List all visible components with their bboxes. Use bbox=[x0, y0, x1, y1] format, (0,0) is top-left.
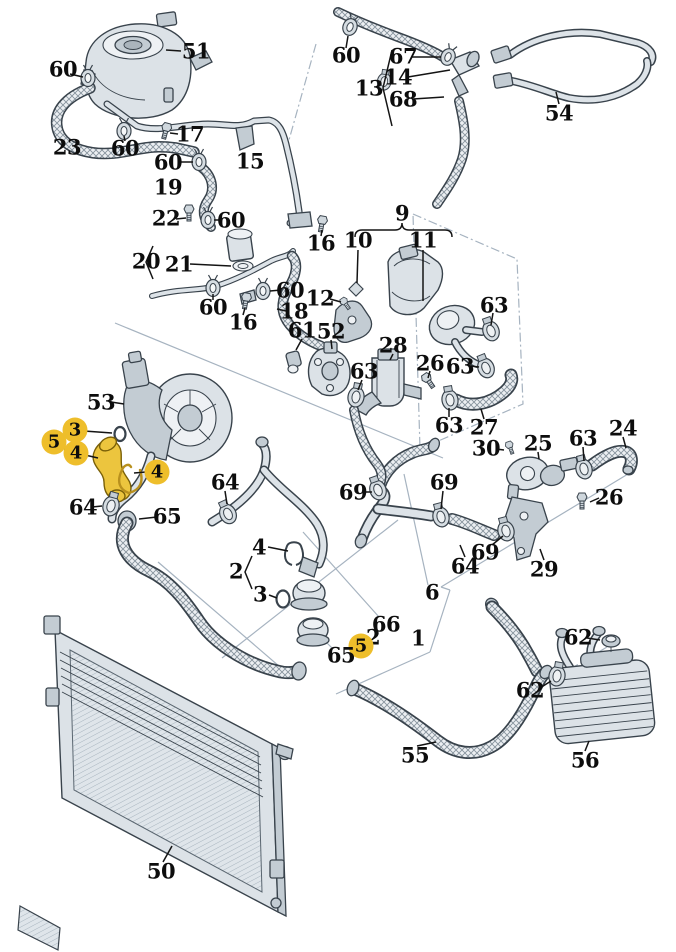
callout-64: 64 bbox=[210, 469, 240, 495]
callout-66: 66 bbox=[371, 611, 401, 637]
callout-27: 27 bbox=[469, 414, 499, 440]
callout-50: 50 bbox=[146, 858, 176, 884]
callout-17: 17 bbox=[175, 121, 205, 147]
callout-60: 60 bbox=[110, 135, 140, 161]
callout-18: 18 bbox=[279, 298, 309, 324]
callout-68: 68 bbox=[388, 86, 418, 112]
callout-52: 52 bbox=[316, 318, 346, 344]
callout-63: 63 bbox=[479, 292, 509, 318]
callout-61: 61 bbox=[287, 317, 317, 343]
hose-27 bbox=[449, 368, 519, 411]
callout-21: 21 bbox=[164, 251, 194, 277]
callout-23: 23 bbox=[52, 134, 82, 160]
callout-24: 24 bbox=[608, 415, 638, 441]
hose-18 bbox=[277, 250, 327, 352]
callout-26: 26 bbox=[415, 350, 445, 376]
pump-bracket-10 bbox=[333, 281, 373, 344]
callout-60: 60 bbox=[48, 56, 78, 82]
callout-60: 60 bbox=[275, 277, 305, 303]
callout-63: 63 bbox=[434, 412, 464, 438]
callout-53: 53 bbox=[86, 389, 116, 415]
callout-69: 69 bbox=[429, 469, 459, 495]
hose-24 bbox=[585, 444, 638, 476]
callout-30: 30 bbox=[471, 435, 501, 461]
callout-26: 26 bbox=[594, 484, 624, 510]
expansion-tank-51 bbox=[80, 11, 213, 119]
callout-11: 11 bbox=[408, 227, 438, 253]
callout-63: 63 bbox=[568, 425, 598, 451]
callout-62: 62 bbox=[563, 624, 593, 650]
callout-13: 13 bbox=[354, 75, 384, 101]
cap-62 bbox=[601, 634, 621, 652]
callout-60: 60 bbox=[331, 42, 361, 68]
pump-11 bbox=[387, 243, 486, 368]
hose-from-pump-28 bbox=[349, 405, 387, 489]
callout-2: 2 bbox=[228, 558, 244, 584]
callout-1: 1 bbox=[410, 625, 426, 651]
hose-23 bbox=[50, 82, 200, 160]
callout-10: 10 bbox=[343, 227, 373, 253]
pipes-54 bbox=[490, 28, 657, 104]
callout-4: 4 bbox=[63, 440, 89, 466]
flange-52 bbox=[307, 341, 351, 397]
callout-62: 62 bbox=[515, 677, 545, 703]
callout-15: 15 bbox=[235, 148, 265, 174]
leader-lines bbox=[59, 35, 627, 863]
callout-12: 12 bbox=[305, 285, 335, 311]
callout-64: 64 bbox=[450, 553, 480, 579]
callout-60: 60 bbox=[198, 294, 228, 320]
callout-51: 51 bbox=[181, 38, 211, 64]
sensor-61 bbox=[285, 350, 302, 374]
callout-67: 67 bbox=[388, 43, 418, 69]
callout-4: 4 bbox=[251, 534, 267, 560]
callout-55: 55 bbox=[400, 742, 430, 768]
callout-65: 65 bbox=[326, 642, 356, 668]
callout-5: 5 bbox=[41, 429, 67, 455]
callout-5: 5 bbox=[348, 633, 374, 659]
callout-3: 3 bbox=[252, 581, 268, 607]
aux-pump-25 bbox=[506, 456, 579, 500]
callout-63: 63 bbox=[445, 353, 475, 379]
callout-60: 60 bbox=[216, 207, 246, 233]
callout-69: 69 bbox=[338, 479, 368, 505]
coolant-pipe-15 bbox=[103, 100, 313, 229]
callout-65: 65 bbox=[152, 503, 182, 529]
callout-6: 6 bbox=[424, 579, 440, 605]
callout-3: 3 bbox=[62, 417, 88, 443]
sender-20-21 bbox=[225, 228, 255, 272]
callout-64: 64 bbox=[68, 494, 98, 520]
callout-14: 14 bbox=[383, 64, 413, 90]
hose-65 bbox=[116, 510, 307, 681]
callout-16: 16 bbox=[228, 309, 258, 335]
callout-25: 25 bbox=[523, 430, 553, 456]
oil-cooler-56 bbox=[549, 625, 656, 745]
callout-19: 19 bbox=[153, 174, 183, 200]
callout-29: 29 bbox=[529, 556, 559, 582]
callout-20: 20 bbox=[131, 248, 161, 274]
callout-56: 56 bbox=[570, 747, 600, 773]
hose-55 bbox=[346, 597, 553, 759]
callout-16: 16 bbox=[306, 230, 336, 256]
callout-22: 22 bbox=[151, 205, 181, 231]
callout-69: 69 bbox=[470, 539, 500, 565]
radiator-50 bbox=[17, 615, 294, 951]
callout-9: 9 bbox=[394, 200, 410, 226]
bracket-29 bbox=[504, 496, 549, 561]
aux-pump-28 bbox=[354, 348, 422, 416]
callout-28: 28 bbox=[378, 332, 408, 358]
thermostat-assembly-2 bbox=[275, 541, 330, 647]
callout-60: 60 bbox=[153, 149, 183, 175]
callout-63: 63 bbox=[349, 358, 379, 384]
callout-4: 4 bbox=[144, 459, 170, 485]
callout-54: 54 bbox=[544, 100, 574, 126]
